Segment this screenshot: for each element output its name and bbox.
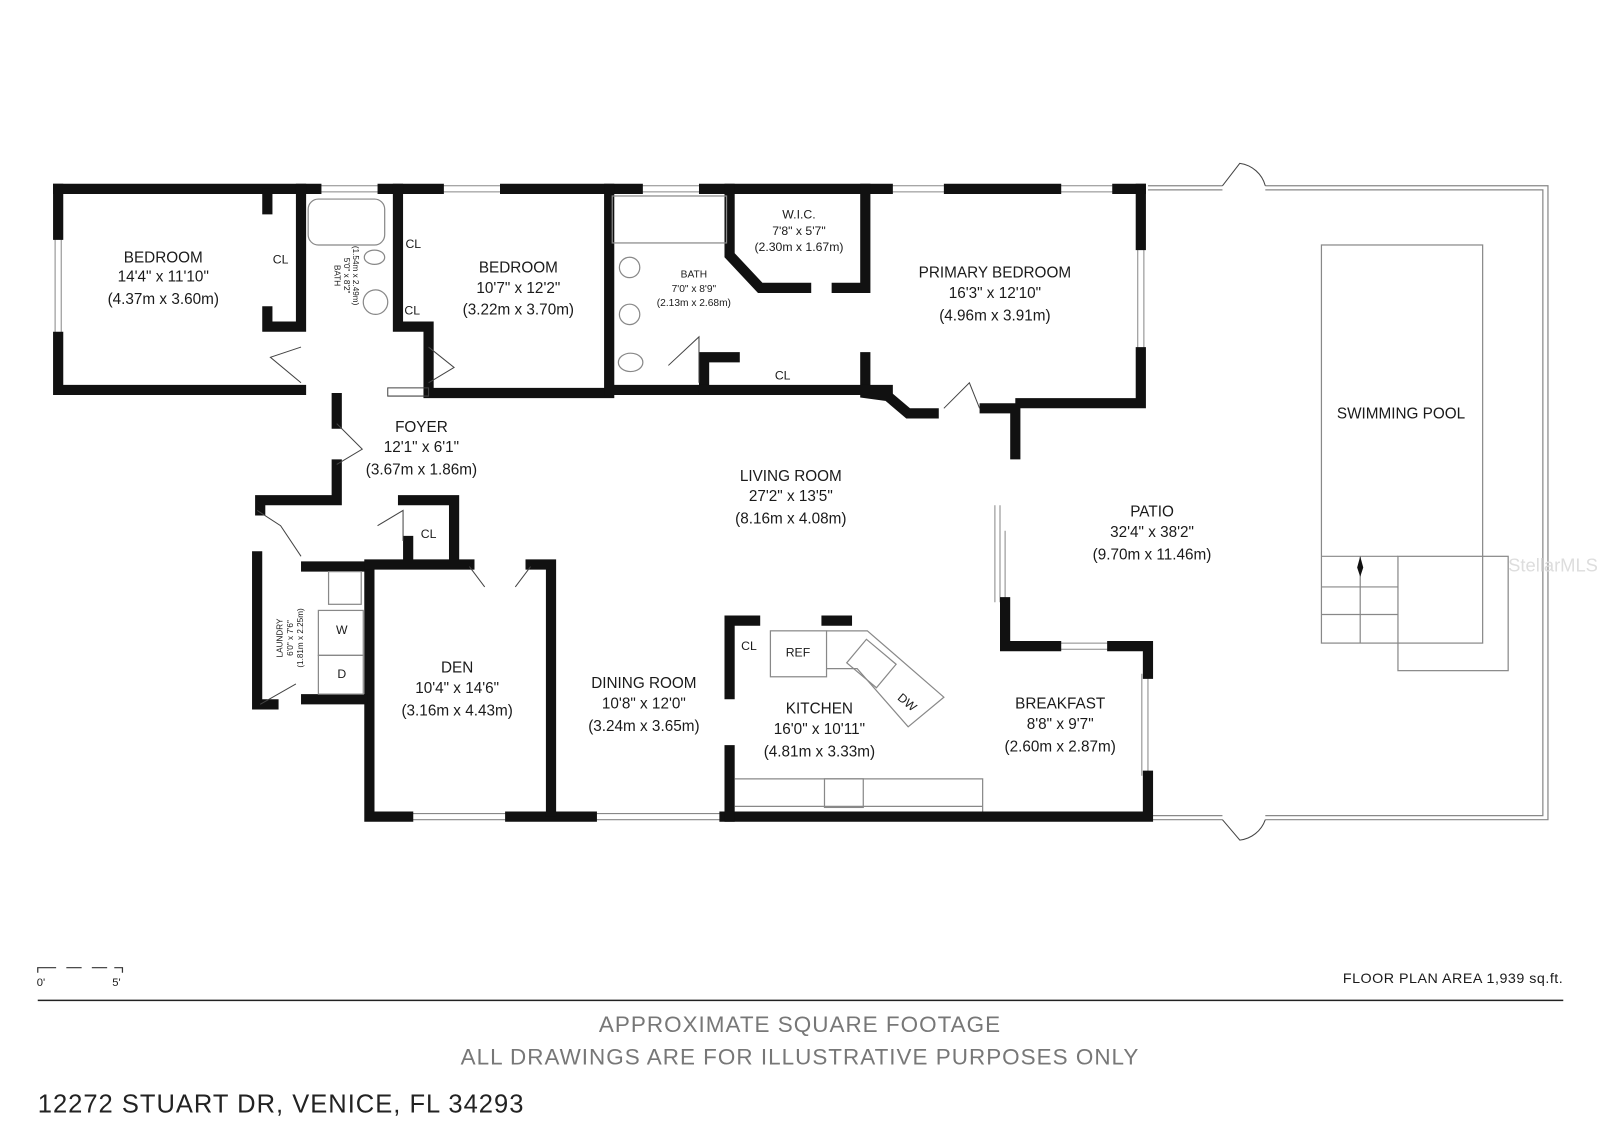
- swimming-pool: [1320, 244, 1509, 672]
- svg-text:CL: CL: [421, 527, 437, 541]
- svg-text:PRIMARY BEDROOM: PRIMARY BEDROOM: [919, 265, 1071, 282]
- svg-text:REF: REF: [786, 645, 810, 659]
- svg-text:7'8" x 5'7": 7'8" x 5'7": [772, 224, 825, 238]
- svg-text:32'4" x 38'2": 32'4" x 38'2": [1110, 524, 1194, 541]
- svg-text:FOYER: FOYER: [395, 419, 448, 436]
- svg-text:16'3" x 12'10": 16'3" x 12'10": [949, 285, 1041, 302]
- room-den: DEN 10'4" x 14'6" (3.16m x 4.43m): [401, 660, 512, 720]
- svg-text:10'8" x 12'0": 10'8" x 12'0": [602, 695, 686, 712]
- room-bedroom-1: BEDROOM 14'4" x 11'10" (4.37m x 3.60m): [108, 249, 219, 308]
- svg-text:LAUNDRY: LAUNDRY: [276, 618, 285, 657]
- room-dining: DINING ROOM 10'8" x 12'0" (3.24m x 3.65m…: [588, 675, 699, 735]
- room-patio: PATIO 32'4" x 38'2" (9.70m x 11.46m): [1093, 504, 1212, 564]
- floor-plan-area: FLOOR PLAN AREA 1,939 sq.ft.: [1343, 971, 1563, 987]
- svg-text:(3.24m x 3.65m): (3.24m x 3.65m): [588, 718, 699, 735]
- svg-text:(3.22m x 3.70m): (3.22m x 3.70m): [463, 301, 574, 318]
- svg-text:(2.30m x 1.67m): (2.30m x 1.67m): [754, 240, 843, 254]
- svg-text:(2.60m x 2.87m): (2.60m x 2.87m): [1005, 738, 1116, 755]
- svg-text:27'2" x 13'5": 27'2" x 13'5": [749, 488, 833, 505]
- svg-text:W: W: [336, 623, 348, 637]
- svg-text:BEDROOM: BEDROOM: [124, 249, 203, 266]
- svg-text:BATH: BATH: [681, 270, 707, 281]
- room-breakfast: BREAKFAST 8'8" x 9'7" (2.60m x 2.87m): [1005, 695, 1116, 755]
- svg-text:CL: CL: [273, 252, 289, 266]
- room-foyer: FOYER 12'1" x 6'1" (3.67m x 1.86m): [366, 419, 477, 479]
- room-primary-bedroom: PRIMARY BEDROOM 16'3" x 12'10" (4.96m x …: [919, 265, 1071, 325]
- svg-text:10'4" x 14'6": 10'4" x 14'6": [415, 680, 499, 697]
- room-pool: SWIMMING POOL: [1337, 406, 1465, 423]
- room-bath-1: BATH 5'0" x 8'2" (1.54m x 2.49m): [333, 246, 360, 306]
- svg-text:6'0" x 7'6": 6'0" x 7'6": [286, 620, 295, 656]
- room-bedroom-2: BEDROOM 10'7" x 12'2" (3.22m x 3.70m): [463, 260, 574, 319]
- room-kitchen: KITCHEN 16'0" x 10'11" (4.81m x 3.33m): [764, 701, 875, 761]
- svg-text:5': 5': [112, 977, 120, 989]
- scale-bar: 0' 5': [37, 967, 124, 989]
- disclaimer-line-2: ALL DRAWINGS ARE FOR ILLUSTRATIVE PURPOS…: [461, 1045, 1140, 1070]
- svg-text:DEN: DEN: [441, 660, 473, 677]
- svg-text:DW: DW: [895, 690, 920, 714]
- svg-text:16'0" x 10'11": 16'0" x 10'11": [774, 721, 865, 738]
- svg-text:14'4" x 11'10": 14'4" x 11'10": [118, 269, 209, 286]
- svg-text:(3.16m x 4.43m): (3.16m x 4.43m): [401, 703, 512, 720]
- svg-text:(3.67m x 1.86m): (3.67m x 1.86m): [366, 462, 477, 479]
- room-bath-2: BATH 7'0" x 8'9" (2.13m x 2.68m): [657, 270, 731, 310]
- svg-text:DINING ROOM: DINING ROOM: [591, 675, 696, 692]
- svg-text:8'8" x 9'7": 8'8" x 9'7": [1027, 716, 1094, 733]
- svg-text:D: D: [337, 667, 346, 681]
- watermark: StellarMLS: [1508, 555, 1598, 576]
- svg-text:(1.54m x 2.49m): (1.54m x 2.49m): [351, 246, 360, 306]
- svg-text:(4.96m x 3.91m): (4.96m x 3.91m): [939, 308, 1050, 325]
- svg-text:0': 0': [37, 977, 45, 989]
- svg-text:BATH: BATH: [333, 265, 342, 286]
- svg-text:CL: CL: [775, 369, 791, 383]
- svg-text:(1.81m x 2.25m): (1.81m x 2.25m): [296, 608, 305, 668]
- svg-text:(8.16m x 4.08m): (8.16m x 4.08m): [735, 511, 846, 528]
- patio-outline: [1147, 162, 1549, 841]
- windows: [54, 185, 1149, 821]
- svg-text:CL: CL: [741, 639, 757, 653]
- svg-text:7'0" x 8'9": 7'0" x 8'9": [672, 284, 717, 295]
- doors: [256, 335, 981, 705]
- svg-text:CL: CL: [404, 303, 420, 317]
- svg-text:BEDROOM: BEDROOM: [479, 260, 558, 277]
- svg-text:(9.70m x 11.46m): (9.70m x 11.46m): [1093, 546, 1212, 563]
- svg-text:W.I.C.: W.I.C.: [782, 207, 815, 221]
- room-living: LIVING ROOM 27'2" x 13'5" (8.16m x 4.08m…: [735, 468, 846, 528]
- svg-text:(4.81m x 3.33m): (4.81m x 3.33m): [764, 743, 875, 760]
- svg-text:(2.13m x 2.68m): (2.13m x 2.68m): [657, 298, 731, 309]
- address: 12272 STUART DR, VENICE, FL 34293: [38, 1091, 525, 1119]
- svg-text:BREAKFAST: BREAKFAST: [1015, 695, 1105, 712]
- svg-text:12'1" x 6'1": 12'1" x 6'1": [384, 439, 459, 456]
- svg-text:CL: CL: [405, 237, 421, 251]
- room-wic: W.I.C. 7'8" x 5'7" (2.30m x 1.67m): [754, 207, 843, 254]
- room-laundry: LAUNDRY 6'0" x 7'6" (1.81m x 2.25m): [276, 608, 305, 668]
- fixtures: [307, 195, 984, 812]
- svg-text:10'7" x 12'2": 10'7" x 12'2": [476, 280, 560, 297]
- disclaimer-line-1: APPROXIMATE SQUARE FOOTAGE: [599, 1012, 1001, 1037]
- svg-text:LIVING ROOM: LIVING ROOM: [740, 468, 842, 485]
- fixture-labels: CL CL CL CL CL CL REF DW W D: [273, 237, 920, 715]
- svg-text:5'0" x 8'2": 5'0" x 8'2": [342, 258, 351, 294]
- svg-text:PATIO: PATIO: [1130, 504, 1174, 521]
- svg-text:KITCHEN: KITCHEN: [786, 701, 853, 718]
- svg-text:(4.37m x 3.60m): (4.37m x 3.60m): [108, 291, 219, 308]
